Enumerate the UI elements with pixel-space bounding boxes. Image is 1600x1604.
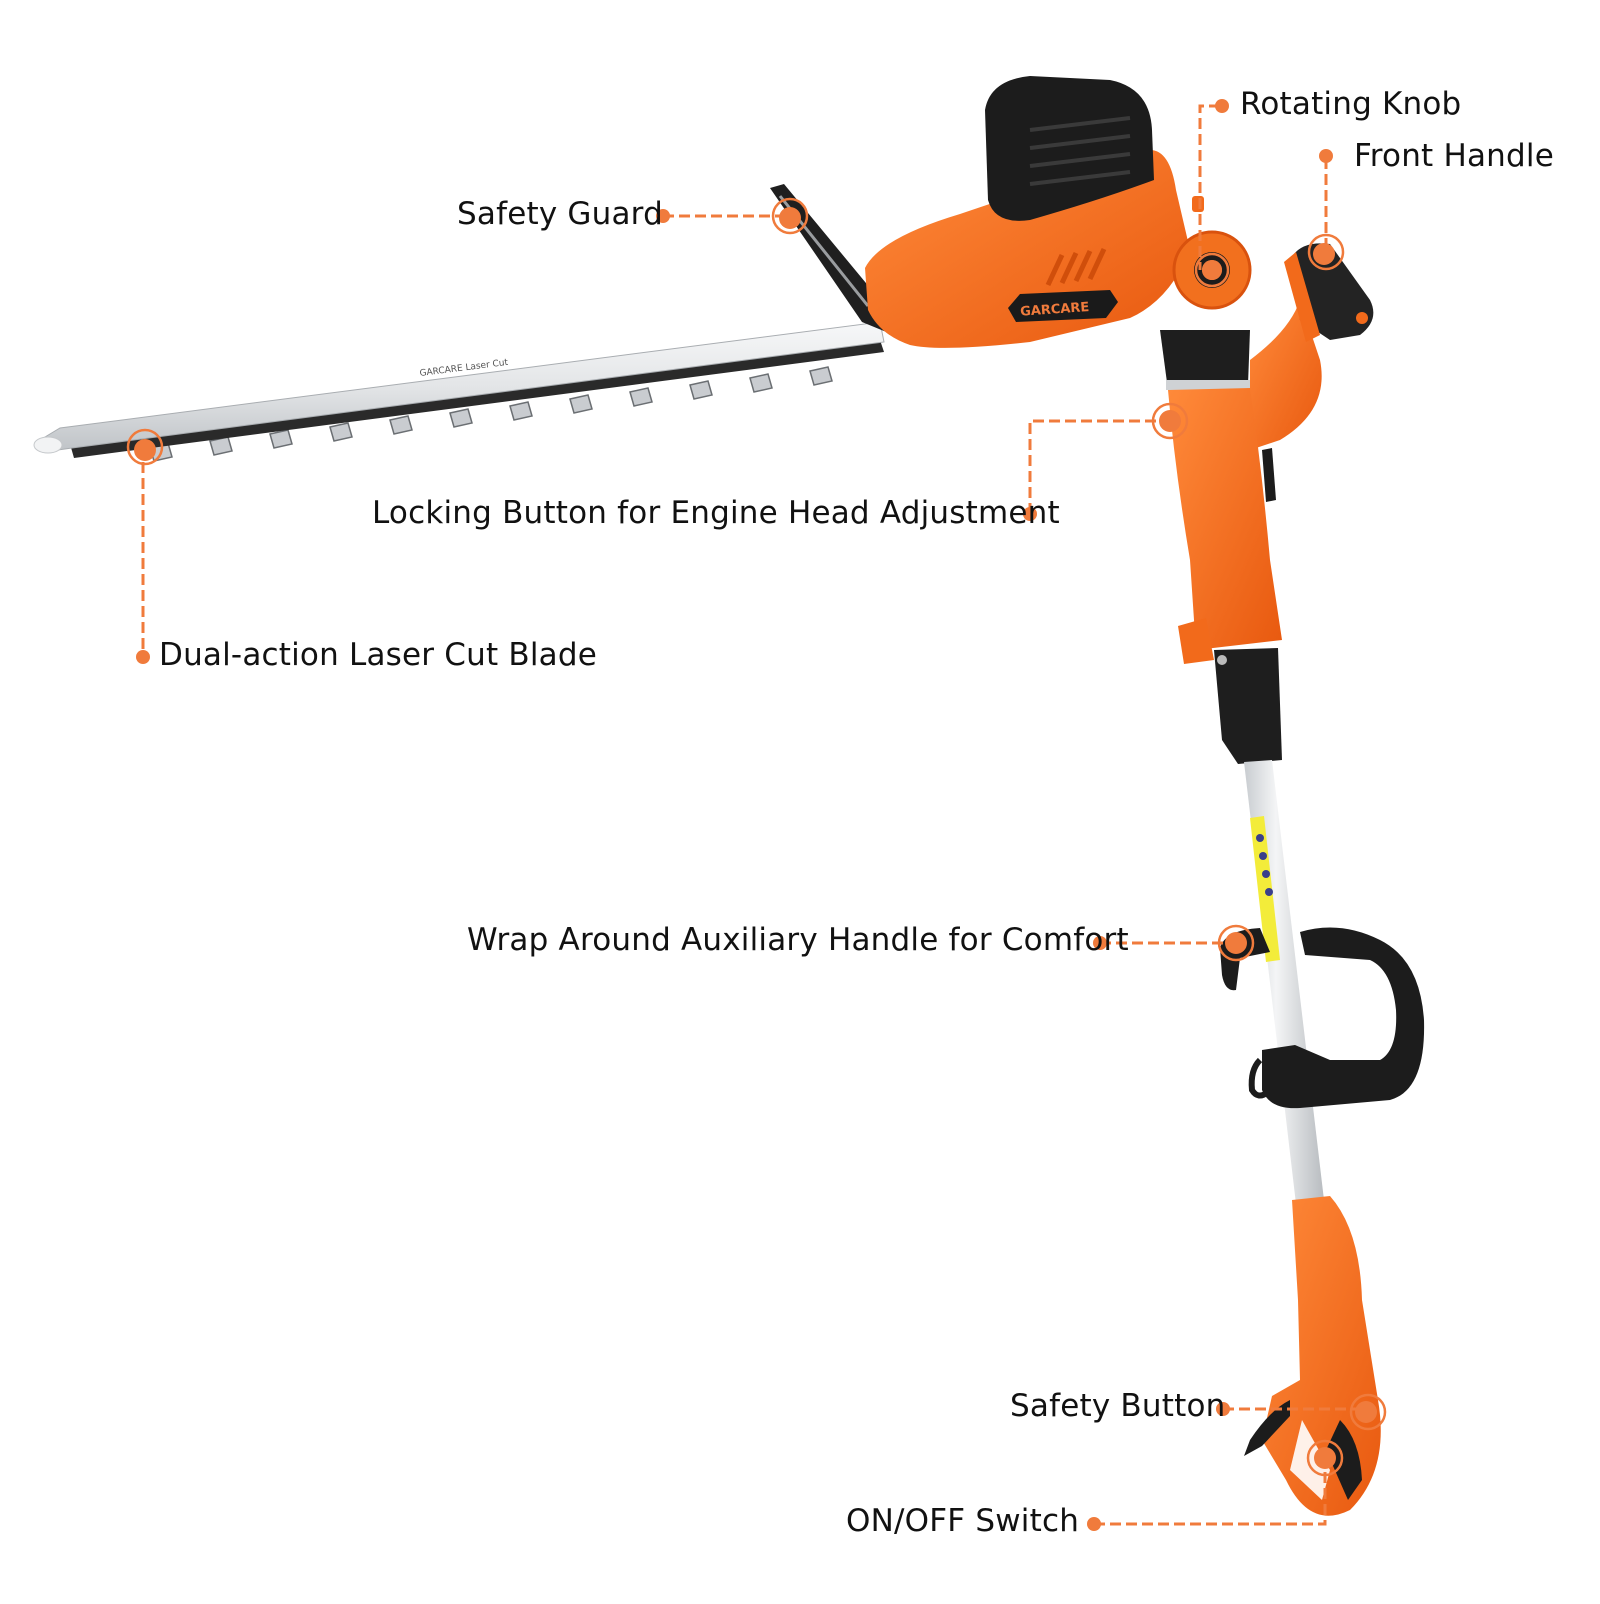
safety-button-dot [1216, 1402, 1230, 1416]
motor-housing: GARCARE [865, 76, 1190, 348]
callout-label-rotating-knob: Rotating Knob [1240, 86, 1462, 122]
brand-badge: GARCARE [1008, 290, 1118, 322]
blade-dot [136, 650, 150, 664]
rear-handle [1244, 1196, 1381, 1516]
safety-guard-marker [771, 197, 809, 235]
auxiliary-handle [1220, 927, 1425, 1109]
upper-housing [1168, 388, 1282, 764]
on-off-switch-dot [1087, 1517, 1101, 1531]
front-handle-part [1250, 243, 1374, 450]
on-off-switch-marker [1306, 1439, 1344, 1477]
callout-label-safety-guard: Safety Guard [457, 196, 663, 232]
callout-label-aux-handle: Wrap Around Auxiliary Handle for Comfort [467, 922, 1129, 958]
callout-label-locking-button: Locking Button for Engine Head Adjustmen… [372, 495, 1060, 531]
rotating-knob-dot [1215, 99, 1229, 113]
callout-leaders [141, 104, 1368, 1526]
safety-guard-dot [656, 209, 670, 223]
locking-button-dot [1023, 507, 1037, 521]
rotating-knob-marker [1194, 252, 1230, 288]
callout-label-safety-button: Safety Button [1010, 1388, 1226, 1424]
callout-markers [126, 197, 1387, 1477]
front-handle-marker [1307, 233, 1345, 271]
front-handle-dot [1319, 149, 1333, 163]
shaft [1244, 760, 1324, 1204]
callout-label-on-off-switch: ON/OFF Switch [846, 1503, 1080, 1539]
locking-button-marker [1151, 402, 1189, 440]
safety-button-marker [1349, 1393, 1387, 1431]
blade-marker [126, 428, 164, 466]
blade: GARCARE Laser Cut [33, 321, 885, 462]
brand-name: GARCARE [1020, 300, 1090, 320]
callout-label-front-handle: Front Handle [1354, 138, 1554, 174]
aux-handle-marker [1217, 924, 1255, 962]
aux-handle-dot [1093, 936, 1107, 950]
callout-label-blade: Dual-action Laser Cut Blade [159, 637, 598, 673]
